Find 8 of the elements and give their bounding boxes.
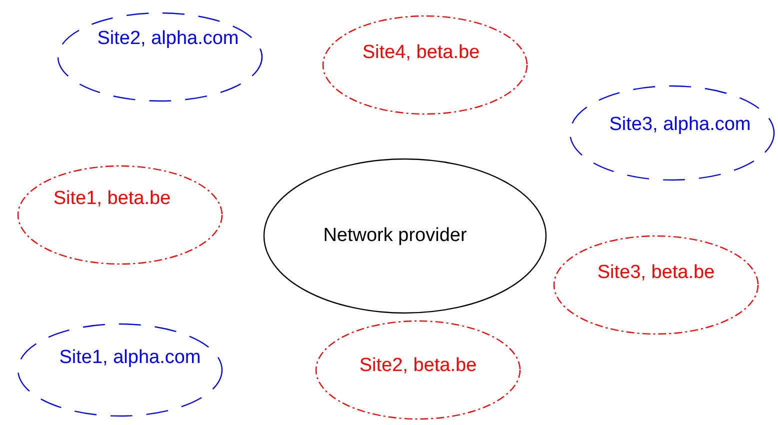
node-label: Site1, alpha.com — [58, 347, 202, 369]
node-label: Site3, alpha.com — [608, 114, 752, 136]
node-label: Site2, alpha.com — [96, 28, 240, 50]
node-label: Site4, beta.be — [361, 42, 481, 64]
node-label: Site2, beta.be — [358, 355, 478, 377]
node-label: Network provider — [322, 225, 468, 247]
node-label: Site1, beta.be — [52, 188, 172, 210]
node-label: Site3, beta.be — [596, 262, 716, 284]
